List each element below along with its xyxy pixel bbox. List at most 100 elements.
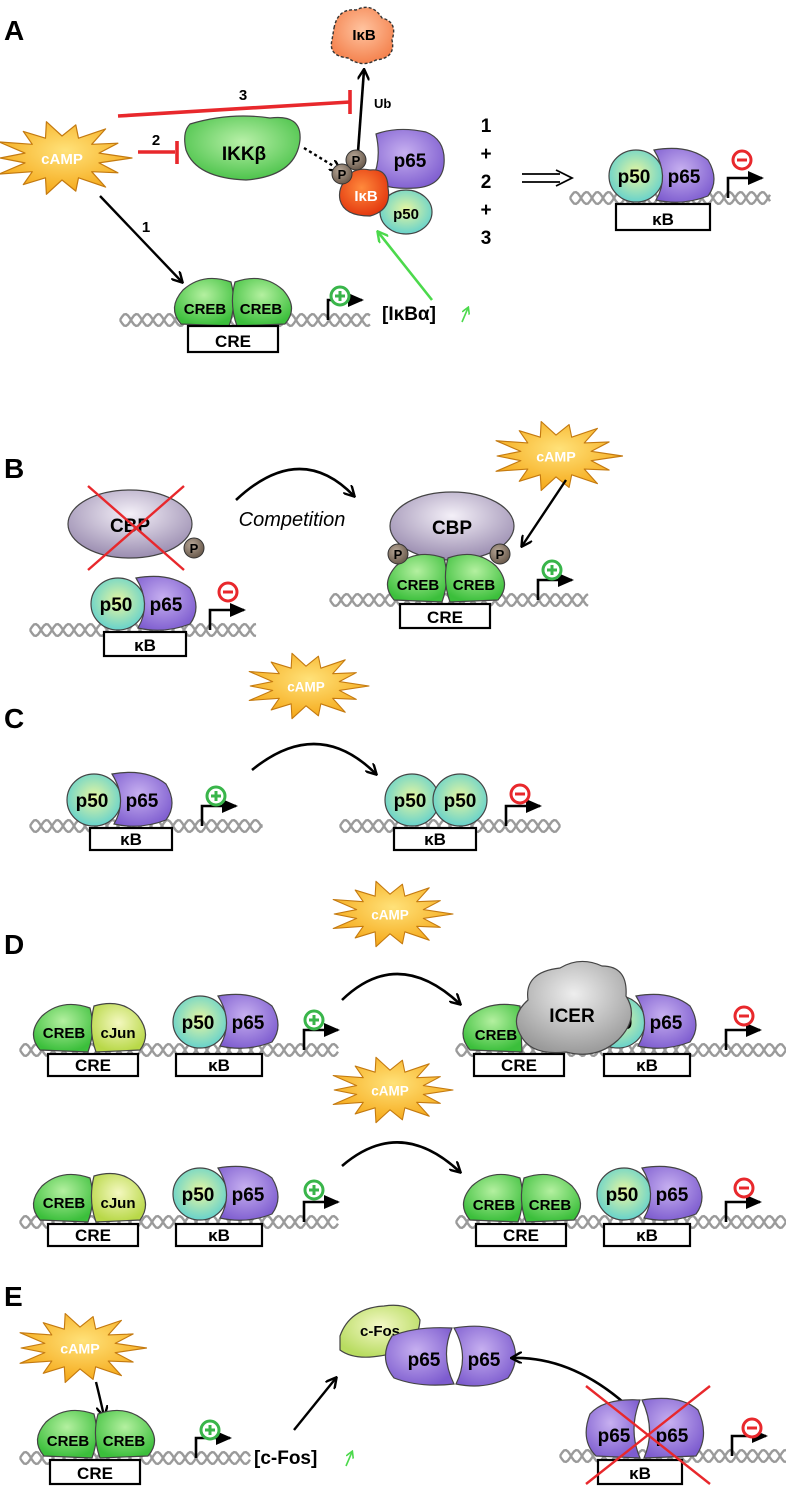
path-label-2: 2 [152, 132, 160, 149]
p65-subunit [217, 993, 279, 1049]
panel-d: DCREBcJunCREp50p65κBcAMPCREBCREp50p65ICE… [4, 880, 786, 1248]
kb-site-label: κB [134, 636, 156, 655]
cre-site-label: CRE [215, 332, 251, 351]
activation-sign [329, 285, 351, 307]
p65-subunit [384, 1327, 455, 1386]
repression-sign [217, 581, 239, 603]
cre-site: CRE [474, 1222, 568, 1248]
icer-label: ICER [549, 1006, 595, 1027]
competition-label: Competition [239, 509, 346, 531]
p65-label: p65 [650, 1013, 683, 1034]
p50-label: p50 [100, 595, 133, 616]
cjun-subunit [90, 1003, 147, 1053]
creb-label: CREB [43, 1025, 86, 1042]
ikb-degraded-label: IκB [352, 27, 376, 44]
p65-subunit-label: p65 [394, 151, 427, 172]
p65-subunit [217, 1165, 279, 1221]
implies-arrow-head [555, 169, 575, 187]
cjun-label: cJun [100, 1025, 135, 1042]
camp-label: cAMP [536, 450, 576, 466]
p65-subunit [653, 147, 715, 203]
creb-right [444, 553, 506, 603]
icer-repressor: ICER [515, 960, 633, 1055]
promoter-arrow [200, 799, 238, 826]
p65-label: p65 [232, 1013, 265, 1034]
promoter-arrow [302, 1195, 340, 1222]
cfos-to-complex-arrow [293, 1378, 336, 1431]
red-cross [87, 485, 185, 571]
p65-label: p65 [150, 595, 183, 616]
cfos-label: c-Fos [360, 1323, 400, 1340]
camp-molecule: cAMP [495, 420, 624, 492]
p50-label: p50 [444, 791, 477, 812]
camp-molecule: cAMP [332, 1056, 454, 1124]
ikba-feedback-arrow [378, 232, 434, 301]
cre-site: CRE [186, 324, 280, 354]
camp-to-phospho-arrow [522, 479, 567, 546]
activation-sign [199, 1419, 221, 1441]
competition-arrow [235, 467, 354, 501]
promoter-arrow [726, 171, 764, 198]
camp-effect-arrow [341, 972, 460, 1004]
cre-site-label: CRE [75, 1226, 111, 1245]
p50-label: p50 [182, 1013, 215, 1034]
p65-label: p65 [468, 1350, 501, 1371]
kb-site-label: κB [636, 1226, 658, 1245]
activation-sign [303, 1179, 325, 1201]
ikb-label: IκB [354, 188, 378, 205]
camp-label: cAMP [371, 907, 409, 922]
camp-label: cAMP [371, 1083, 409, 1098]
kb-site: κB [602, 1222, 692, 1248]
camp-molecule: cAMP [248, 652, 370, 720]
cre-site: CRE [398, 602, 492, 630]
p50-label: p50 [606, 1185, 639, 1206]
cbp-coactivator: CBP [389, 491, 515, 561]
cre-site-label: CRE [503, 1226, 539, 1245]
p50-label: p50 [618, 167, 651, 188]
p65-label: p65 [668, 167, 701, 188]
path-label-3: 3 [239, 87, 247, 104]
creb-label: CREB [475, 1027, 518, 1044]
repression-sign [733, 1005, 755, 1027]
creb-right-label: CREB [529, 1197, 572, 1214]
p50-subunit-label: p50 [393, 206, 419, 223]
camp-effect-arrow [341, 1141, 460, 1172]
kb-site: κB [614, 202, 712, 232]
kb-site: κB [596, 1458, 684, 1486]
p65-label: p65 [232, 1185, 265, 1206]
camp-molecule: cAMP [332, 880, 454, 948]
kb-site-label: κB [208, 1056, 230, 1075]
cre-site: CRE [472, 1052, 566, 1078]
repression-sign [741, 1417, 763, 1439]
phospho-group: P [489, 543, 511, 565]
promoter-arrow [208, 603, 246, 630]
cre-site: CRE [48, 1458, 142, 1486]
panel-letter-e: E [4, 1281, 23, 1312]
kb-site-label: κB [208, 1226, 230, 1245]
phospho-label: P [338, 167, 347, 182]
activation-sign [541, 559, 563, 581]
promoter-arrow [724, 1195, 762, 1222]
creb-left-label: CREB [397, 577, 440, 594]
kb-site: κB [102, 630, 188, 658]
creb-right-label: CREB [103, 1433, 146, 1450]
cre-site: CRE [46, 1222, 140, 1248]
repression-sign [509, 783, 531, 805]
promoter-arrow [302, 1023, 340, 1050]
creb-left-label: CREB [47, 1433, 90, 1450]
ikk-beta-label: IKKβ [222, 144, 266, 165]
creb-dimer: CREB CREB [36, 1409, 156, 1459]
nfkb-dimer: p50 p65 [608, 147, 715, 203]
repression-sign [733, 1177, 755, 1199]
kb-site: κB [392, 826, 478, 852]
promoter-arrow [536, 573, 574, 600]
